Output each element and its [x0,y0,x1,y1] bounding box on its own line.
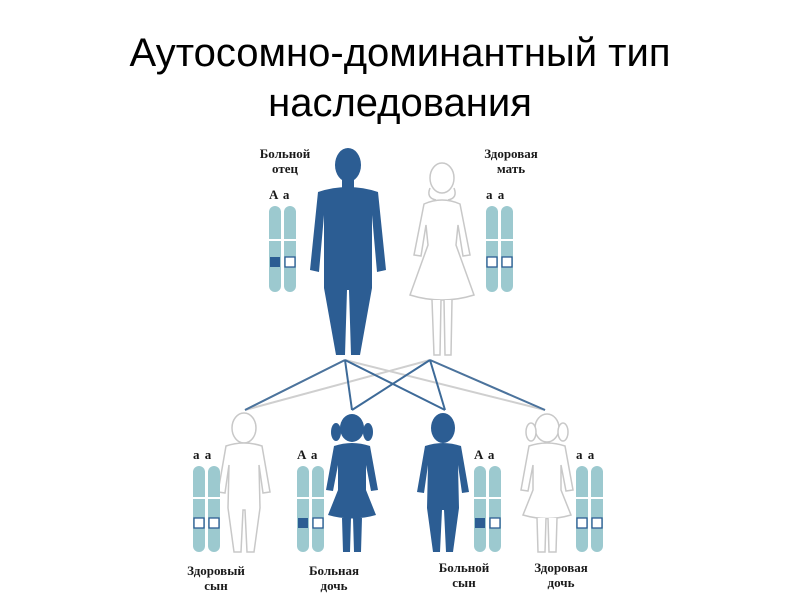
healthy-daughter-figure [520,413,574,553]
affected-son-genotype: A a [474,447,496,462]
father-label-line-2: отец [272,161,298,176]
line-father-to-daughter-healthy [344,359,546,411]
father-allele-recessive [284,256,296,268]
father-genotype: A a [269,187,291,202]
healthy-son-label-line-2: сын [204,578,228,593]
affected-son-label-line-1: Больной [438,560,490,575]
healthy-daughter-genotype: a a [576,447,596,462]
affected-daughter-label: Больная дочь [289,563,379,593]
affected-son-chromosomes [473,466,502,552]
father-figure [310,148,386,355]
mother-label: Здоровая мать [466,146,556,176]
father-label: Больной отец [240,146,330,176]
line-mother-to-daughter-affected [351,359,431,411]
healthy-daughter-label: Здоровая дочь [516,560,606,590]
healthy-son-figure [217,412,271,553]
affected-son-figure [417,413,469,552]
line-cross-a [244,359,346,411]
line-father-to-son-affected [344,359,446,411]
line-cross-b [429,359,546,411]
mother-label-line-1: Здоровая [484,146,538,161]
page-title: Аутосомно-доминантный тип наследования [0,28,800,128]
healthy-daughter-label-line-2: дочь [547,575,575,590]
healthy-son-label-line-1: Здоровый [187,563,245,578]
inheritance-lines [244,359,546,411]
father-label-line-1: Больной [259,146,311,161]
healthy-daughter-label-line-1: Здоровая [534,560,588,575]
affected-son-label: Больной сын [419,560,509,590]
affected-daughter-chromosomes [296,466,325,552]
mother-label-line-2: мать [496,161,526,176]
affected-daughter-label-line-1: Больная [308,563,360,578]
mother-genotype: a a [486,187,506,202]
affected-son-label-line-2: сын [452,575,476,590]
title-line-1: Аутосомно-доминантный тип [129,31,671,75]
title-line-2: наследования [268,81,532,125]
mother-chromosomes [485,206,514,292]
line-mother-to-son-affected [429,359,446,411]
affected-daughter-label-line-2: дочь [320,578,348,593]
affected-daughter-genotype: A a [297,447,319,462]
healthy-daughter-chromosomes [575,466,604,552]
healthy-son-chromosomes [192,466,221,552]
healthy-son-label: Здоровый сын [171,563,261,593]
mother-figure [409,162,475,356]
father-chromosomes [268,206,297,292]
line-father-to-daughter-affected [344,359,353,411]
healthy-son-genotype: a a [193,447,213,462]
father-allele-dominant [270,257,280,267]
line-mother-to-son-healthy [244,359,431,411]
affected-daughter-figure [326,414,378,552]
